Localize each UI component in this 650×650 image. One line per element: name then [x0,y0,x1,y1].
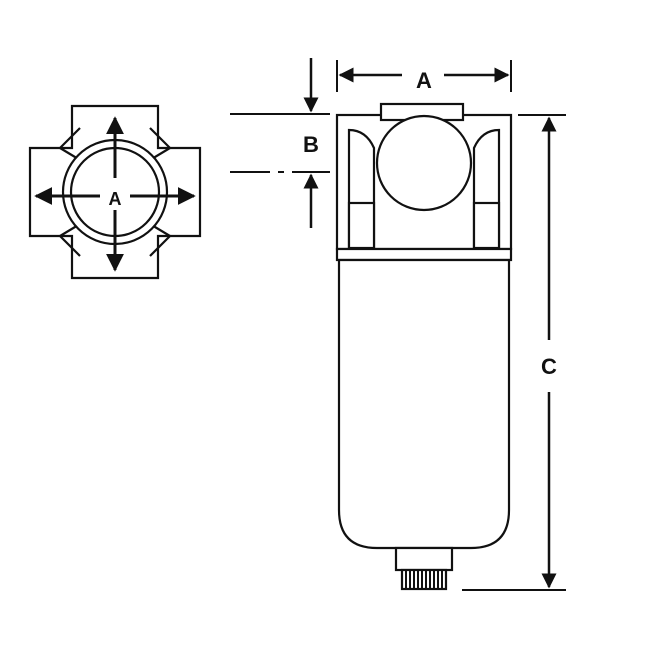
drain-knurl [405,571,443,588]
head-port-circle [375,114,473,212]
side-view [335,102,513,591]
top-view-dimension-label: A [109,189,122,209]
head-height-dimension-label: B [303,132,319,157]
drain-knurl-body [400,568,448,591]
top-view-arrows [34,116,196,272]
dimension-lines [230,58,566,591]
head-left-bracket [347,201,376,250]
top-view-corner-se [149,223,172,257]
drain-fitting [394,546,454,572]
top-view-corner-sw [58,223,81,257]
top-view-corner-nw [58,127,81,161]
head-right-bracket [472,201,501,250]
bowl-collar [335,247,513,262]
top-view-corner-ne [149,127,172,161]
overall-height-dimension-label: C [541,354,557,379]
width-dimension-label: A [416,68,432,93]
filter-bowl [337,258,511,550]
